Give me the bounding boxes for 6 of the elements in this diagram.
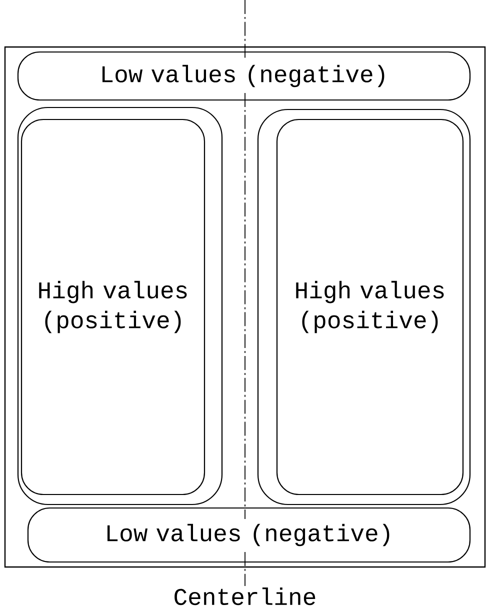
- text-region: Low values (negative): [27, 507, 471, 563]
- text-region: High values (positive): [276, 118, 464, 496]
- centerline-label: Centerline: [174, 588, 316, 606]
- frame-box: [4, 46, 486, 568]
- text-region: Low values (negative): [17, 51, 471, 101]
- text-region: High values (positive): [20, 118, 206, 496]
